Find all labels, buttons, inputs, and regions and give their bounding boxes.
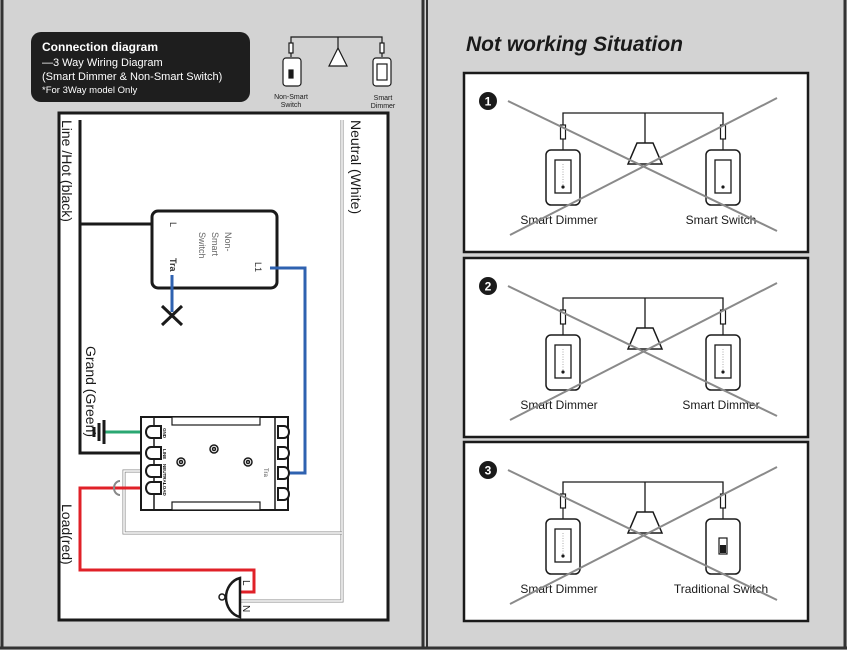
header-box: Connection diagram —3 Way Wiring Diagram… [31,32,250,102]
terminal-gnd: GND [162,428,167,439]
scenario-wire [562,297,724,318]
header-title: Connection diagram [42,40,158,54]
cross-out-icon [507,282,778,421]
mini-diagram: Non-Smart Switch Smart Dimmer [274,36,396,110]
right-device-label: Traditional Switch [674,582,768,596]
switch-terminal-l1: L1 [253,262,263,272]
lamp-n: N [240,605,251,612]
scenario-number: 3 [485,464,492,478]
scenario-number-badge [479,92,497,110]
right-panel-title: Not working Situation [466,33,683,56]
scenario-number-badge [479,461,497,479]
header-line2: (Smart Dimmer & Non-Smart Switch) [42,71,222,83]
non-smart-switch [150,209,279,290]
mini-left-label-2: Switch [281,102,302,109]
ground-icon [92,420,106,444]
traveler-wire [270,266,307,475]
lamp-icon [626,511,664,534]
right-device-label: Smart Dimmer [682,398,759,412]
header-line3: *For 3Way model Only [42,85,137,96]
wiring-diagram: L Tra L1 Non- Smart Switch [57,111,390,622]
lamp-icon [626,142,664,165]
lamp-icon [328,46,348,67]
line-wire [78,120,148,455]
terminal-tra: Tra [262,468,268,477]
header-line1: —3 Way Wiring Diagram [42,57,163,69]
load-label: Load(red) [59,504,75,565]
right-device-label: Smart Switch [686,213,757,227]
cross-out-icon [507,97,778,236]
lamp-icon: L N [218,576,251,619]
scenario-wire [562,112,724,133]
mini-left-label-1: Non-Smart [274,94,308,101]
terminal-load: LOAD [162,483,167,496]
scenario-wire [562,481,724,502]
lamp-l: L [240,580,251,586]
mini-right-label-1: Smart [374,95,393,102]
switch-name-1: Non- [223,232,233,252]
neutral-wire [122,120,344,603]
terminal-line: LINE [162,449,167,459]
mini-right-label-2: Dimmer [371,103,396,110]
left-device-label: Smart Dimmer [520,582,597,596]
switch-name-2: Smart [210,232,220,257]
scenario-number: 1 [485,95,492,109]
load-wire [78,486,256,594]
right-terminals [277,425,290,501]
wire-crossover [113,480,121,496]
switch-terminal-l: L [168,222,178,227]
smart-dimmer-device: GND LINE NEUTRAL LOAD Tra [140,416,290,511]
terminal-neutral: NEUTRAL [162,464,167,486]
cap-x-icon [160,304,184,327]
lamp-icon [626,327,664,350]
neutral-label: Neutral (White) [348,120,364,214]
switch-terminal-tra: Tra [168,258,178,273]
switch-name-3: Switch [197,232,207,259]
ground-label: Grand (Green) [83,346,99,437]
scenario-number-badge [479,277,497,295]
cross-out-icon [507,466,778,605]
left-terminals [145,425,162,495]
left-device-label: Smart Dimmer [520,398,597,412]
header-background [31,32,250,102]
scenario-number: 2 [485,280,492,294]
line-label: Line /Hot (black) [59,120,75,222]
wiring-box [57,111,390,622]
left-device-label: Smart Dimmer [520,213,597,227]
